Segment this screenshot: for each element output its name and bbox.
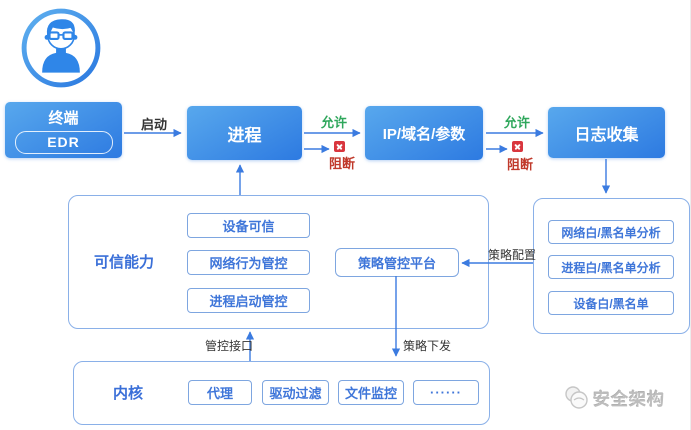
analysis-item-process: 进程白/黑名单分析 <box>548 255 674 279</box>
node-process: 进程 <box>187 106 302 160</box>
trusted-item-process: 进程启动管控 <box>187 288 310 313</box>
user-avatar-icon <box>21 8 101 88</box>
label-policy-config: 策略配置 <box>487 248 536 262</box>
watermark-text: 安全架构 <box>593 389 665 409</box>
trusted-panel-title: 可信能力 <box>94 254 155 271</box>
kernel-item-driver-filter: 驱动过滤 <box>262 380 329 405</box>
security-arch-logo-icon <box>565 386 588 409</box>
kernel-item-agent: 代理 <box>188 380 252 405</box>
node-log-collect: 日志收集 <box>548 107 665 158</box>
kernel-panel-title: 内核 <box>113 385 144 402</box>
label-allow-1: 允许 <box>320 115 347 130</box>
kernel-item-ellipsis: ······ <box>413 380 479 405</box>
terminal-edr-badge: EDR <box>14 130 113 154</box>
block-x-icon-1 <box>334 141 345 152</box>
watermark: 安全架构 <box>563 384 665 410</box>
node-ip-domain-params: IP/域名/参数 <box>365 106 483 160</box>
trusted-item-network: 网络行为管控 <box>187 250 310 275</box>
analysis-item-device: 设备白/黑名单 <box>548 291 674 315</box>
avatar-person <box>42 19 80 73</box>
label-block-2: 阻断 <box>506 157 533 172</box>
label-start: 启动 <box>140 117 167 132</box>
trusted-item-device: 设备可信 <box>187 213 310 238</box>
label-control-interface: 管控接口 <box>204 339 253 353</box>
node-terminal-edr: 终端 EDR <box>5 102 122 158</box>
label-block-1: 阻断 <box>328 156 355 171</box>
policy-platform-box: 策略管控平台 <box>335 248 459 277</box>
user-avatar <box>20 7 102 94</box>
kernel-item-file-monitor: 文件监控 <box>338 380 404 405</box>
block-x-icon-2 <box>512 141 523 152</box>
label-policy-dispatch: 策略下发 <box>402 339 451 353</box>
label-allow-2: 允许 <box>503 115 530 130</box>
analysis-item-network: 网络白/黑名单分析 <box>548 220 674 244</box>
terminal-title: 终端 <box>48 109 79 127</box>
